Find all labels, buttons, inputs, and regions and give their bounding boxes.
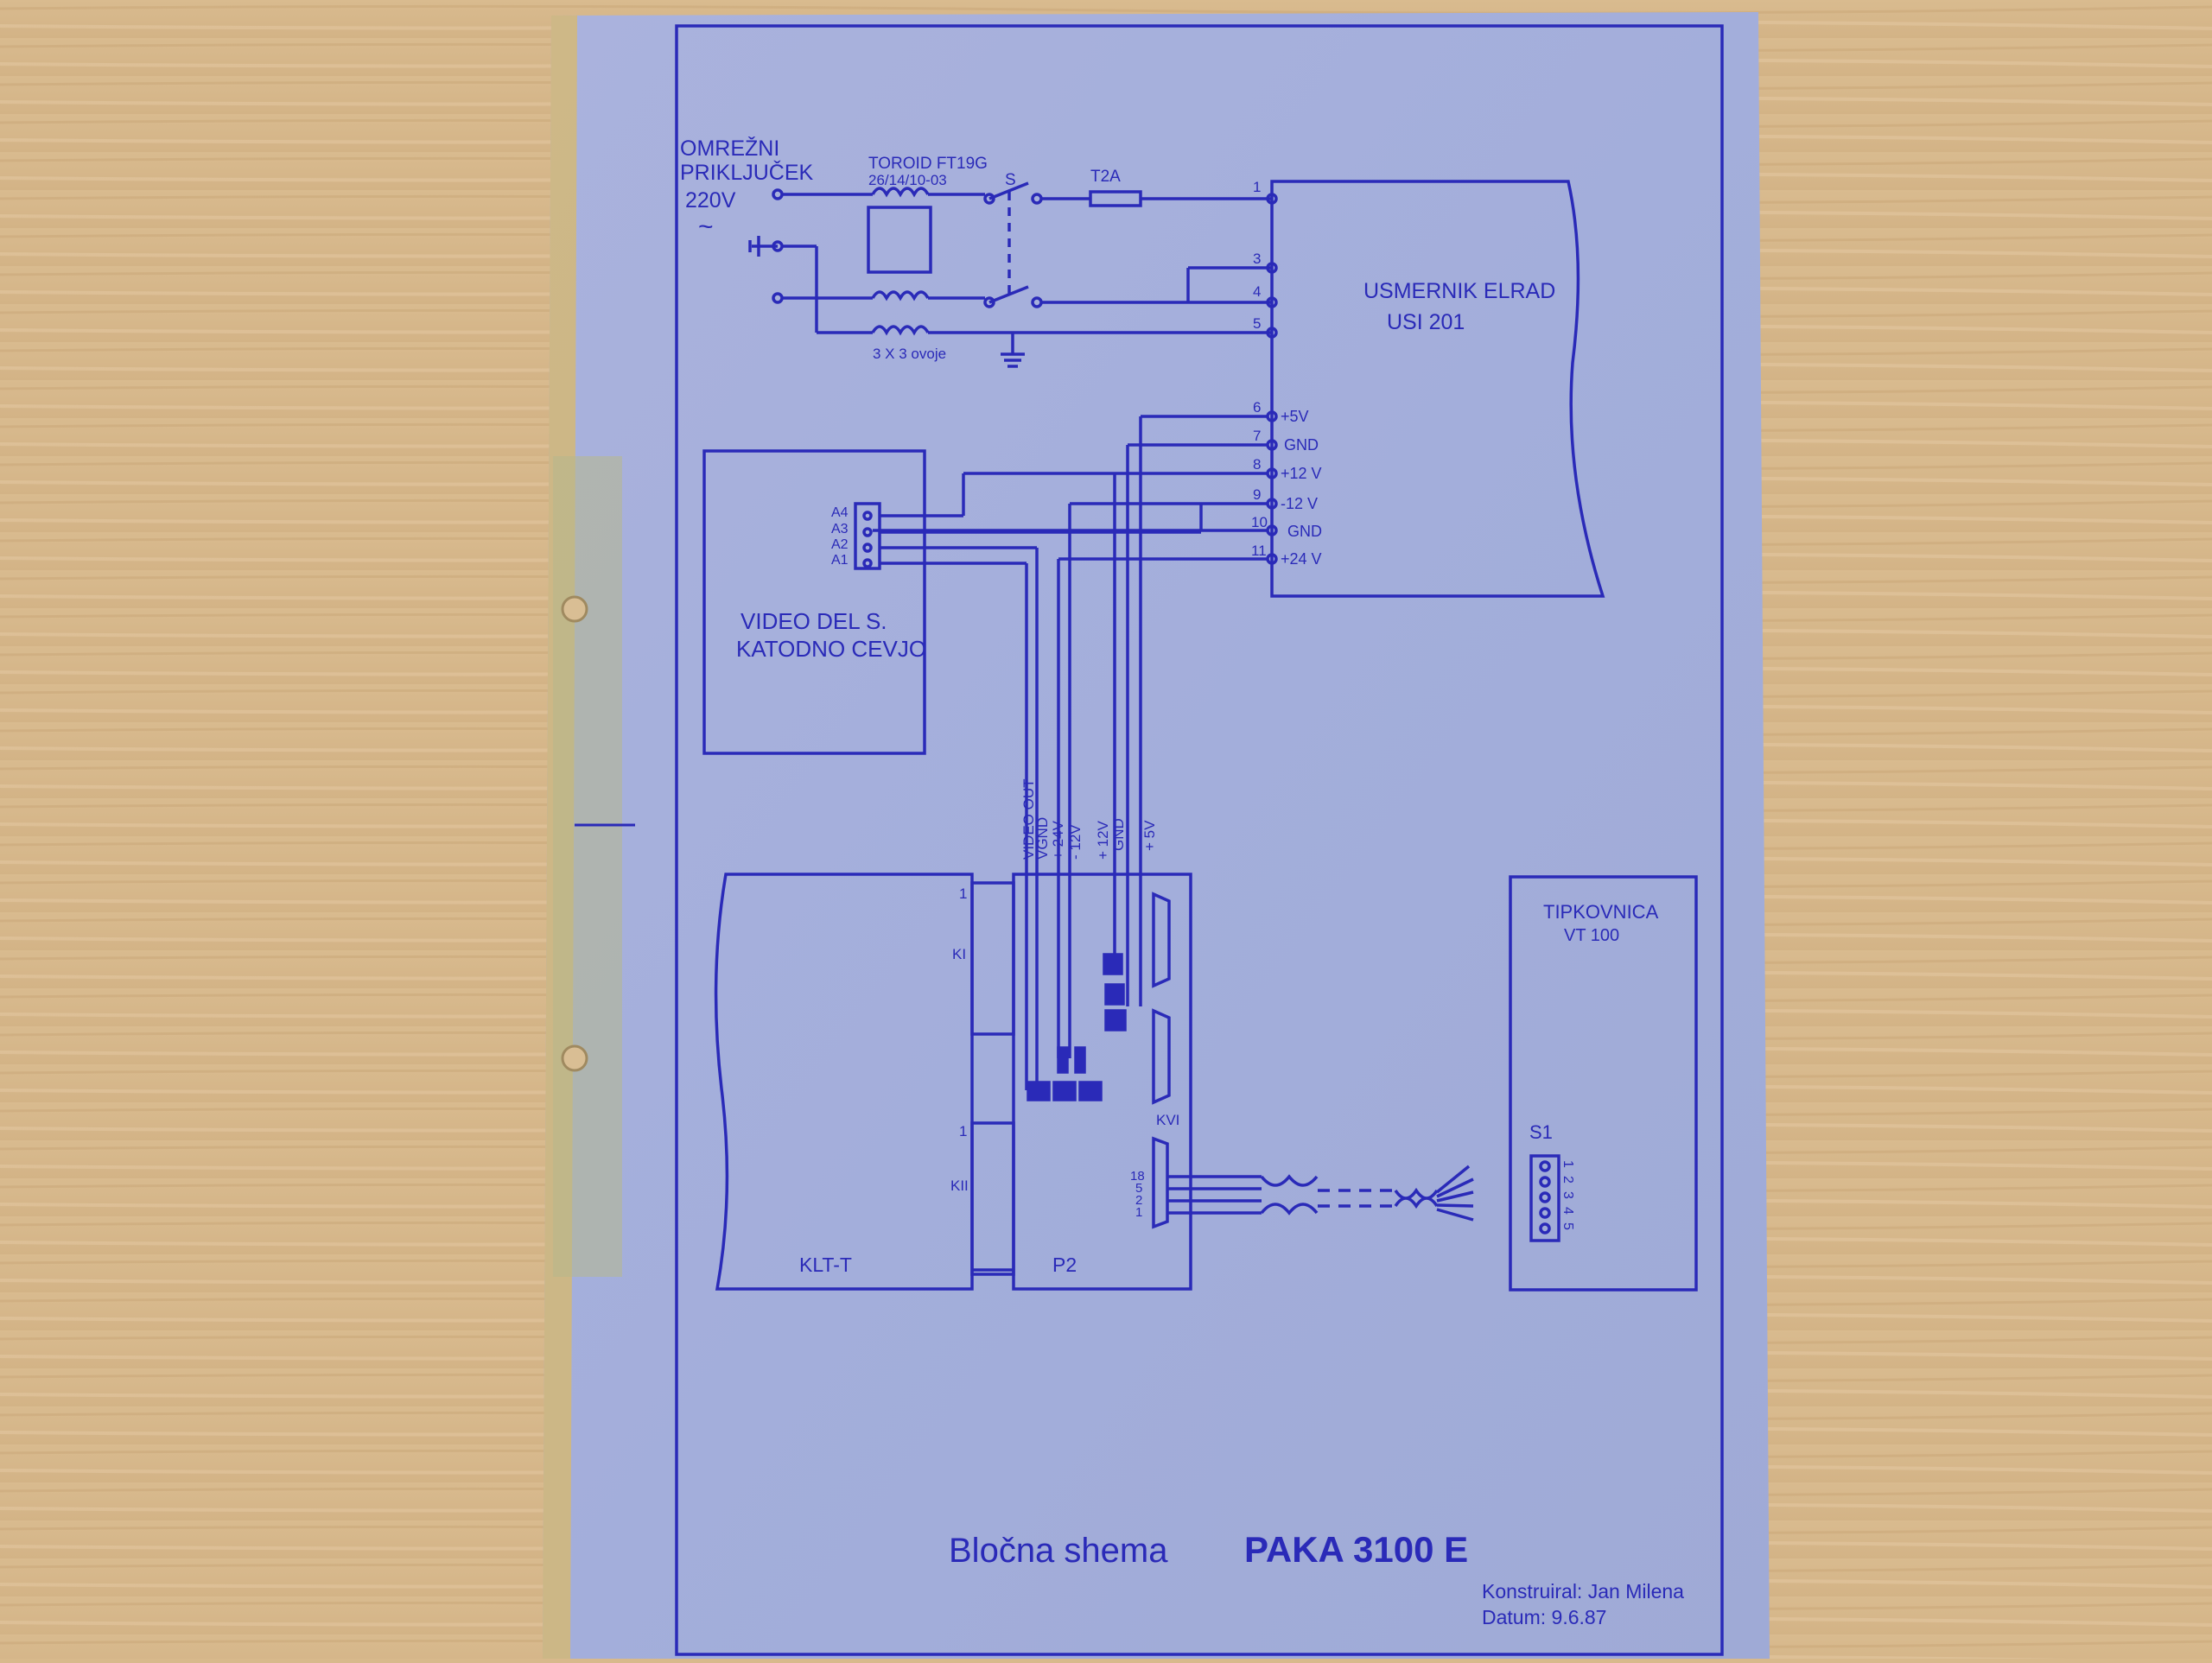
psu-title-2: USI 201: [1387, 310, 1465, 334]
video-pin-a4: A4: [831, 505, 849, 520]
kb-pin-3: 3: [1560, 1191, 1575, 1199]
p2-pin-2: 2: [1135, 1193, 1142, 1208]
schematic-ink: [675, 24, 1724, 1656]
date-label: Datum: 9.6.87: [1482, 1606, 1606, 1628]
psu-out-12v: +12 V: [1281, 465, 1322, 482]
psu-pin-6: 6: [1253, 399, 1261, 416]
psu-pin-8: 8: [1253, 456, 1261, 473]
p2-dsub-lower: [1152, 1008, 1171, 1105]
psu-out-gnd2: GND: [1287, 523, 1322, 540]
tape-strip: [553, 456, 622, 1277]
video-unit-box: [702, 449, 926, 755]
p2-pin-5: 5: [1135, 1181, 1142, 1196]
bus-label-gnd: GND: [1110, 818, 1127, 851]
video-pin-a2: A2: [831, 537, 849, 552]
keyboard-title-2: VT 100: [1564, 926, 1619, 945]
psu-pin-1: 1: [1253, 179, 1261, 195]
sheet-title: Bločna shema: [949, 1532, 1168, 1570]
video-title-1: VIDEO DEL S.: [741, 608, 887, 634]
psu-out-24v: +24 V: [1281, 550, 1322, 568]
keyboard-connector-s1: [1529, 1154, 1560, 1242]
drawing-border: [675, 24, 1724, 1656]
toroid-coil-bottom: [871, 325, 930, 336]
kb-pin-5: 5: [1560, 1222, 1575, 1230]
psu-pin-3: 3: [1253, 251, 1261, 267]
klt-pin-1a: 1: [959, 885, 967, 902]
p2-kvi-label: KVI: [1156, 1112, 1179, 1128]
psu-pin-10: 10: [1251, 514, 1268, 530]
p2-pin-1: 1: [1135, 1205, 1142, 1220]
mains-voltage: 220V: [685, 188, 736, 213]
psu-out-m12v: -12 V: [1281, 495, 1318, 512]
psu-out-gnd: GND: [1284, 436, 1319, 454]
switch-label: S: [1005, 171, 1016, 189]
klt-name: KLT-T: [799, 1254, 852, 1276]
psu-pin-11: 11: [1251, 543, 1267, 559]
sheet-model: PAKA 3100 E: [1244, 1529, 1468, 1570]
keyboard-s1-label: S1: [1529, 1121, 1553, 1143]
bus-label-video-out: VIDEO OUT: [1020, 778, 1037, 860]
punch-hole-bottom: [561, 1044, 588, 1072]
bus-label-vgnd: VGND: [1034, 817, 1051, 860]
bus-label-24v: + 24V: [1050, 820, 1066, 860]
bus-label-5v: + 5V: [1141, 820, 1158, 851]
psu-pin-5: 5: [1253, 315, 1261, 332]
punch-hole-top: [561, 595, 588, 623]
toroid-coil-mid: [871, 290, 930, 301]
toroid-coil-top: [871, 187, 930, 198]
p2-name: P2: [1052, 1254, 1077, 1276]
toroid-label-1: TOROID FT19G: [868, 155, 988, 173]
klt-board: [714, 873, 974, 1291]
psu-out-5v: +5V: [1281, 408, 1309, 425]
psu-title-1: USMERNIK ELRAD: [1363, 279, 1555, 303]
toroid-label-2: 26/14/10-03: [868, 172, 947, 188]
video-pin-a3: A3: [831, 522, 849, 536]
mains-label-1: OMREŽNI: [680, 136, 779, 161]
keyboard-box: [1509, 875, 1698, 1292]
fuse-label: T2A: [1090, 168, 1121, 186]
kb-pin-1: 1: [1560, 1160, 1575, 1168]
toroid-core: [867, 206, 932, 274]
kb-pin-4: 4: [1560, 1207, 1575, 1215]
constructor-label: Konstruiral: Jan Milena: [1482, 1580, 1684, 1603]
keyboard-title-1: TIPKOVNICA: [1543, 901, 1659, 923]
psu-pin-4: 4: [1253, 283, 1261, 300]
ac-symbol: ~: [698, 213, 714, 241]
video-title-2: KATODNO CEVJO: [736, 636, 926, 662]
p2-dsub-upper: [1152, 892, 1171, 988]
schematic-labels: OMREŽNI PRIKLJUČEK 220V ~ TOROID FT19G 2…: [680, 136, 1684, 1628]
cable-twist-left: [1260, 1174, 1319, 1216]
choke-label: 3 X 3 ovoje: [873, 346, 946, 362]
blueprint-paper: [543, 12, 1770, 1659]
klt-kii-label: KII: [950, 1177, 969, 1194]
mains-label-2: PRIKLJUČEK: [680, 160, 814, 185]
bus-label-12v: + 12V: [1095, 820, 1111, 860]
video-pin-a1: A1: [831, 553, 849, 568]
psu-pin-7: 7: [1253, 428, 1261, 444]
p2-pin-18: 18: [1130, 1169, 1145, 1184]
psu-pin-9: 9: [1253, 486, 1261, 503]
video-connector: [854, 502, 881, 570]
p2-board: [1012, 873, 1192, 1291]
klt-pin-1b: 1: [959, 1123, 967, 1139]
klt-ki-label: KI: [952, 946, 966, 962]
psu-box: [1270, 180, 1605, 598]
kb-pin-2: 2: [1560, 1176, 1575, 1184]
cable-twist-right: [1394, 1187, 1439, 1209]
bus-label-m12v: - 12V: [1067, 824, 1084, 860]
p2-kvi-connector: [1152, 1136, 1169, 1229]
